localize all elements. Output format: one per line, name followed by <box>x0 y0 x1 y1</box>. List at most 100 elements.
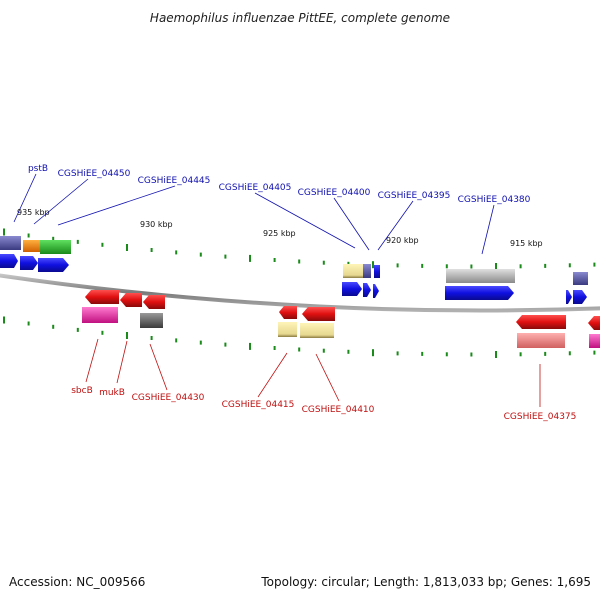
minor-tick-mark <box>593 350 596 355</box>
feature-dark-gray <box>140 313 163 328</box>
cds-arrow-rev <box>85 290 119 304</box>
minor-tick-mark <box>224 254 227 259</box>
gene-label-pstB: pstB <box>28 164 48 174</box>
minor-tick-mark <box>445 352 448 357</box>
minor-tick-mark <box>27 321 30 326</box>
accession-text: Accession: NC_009566 <box>9 575 145 589</box>
cds-arrow-fwd <box>20 256 38 270</box>
feature-salmon <box>517 333 565 348</box>
gene-label-CGSHiEE_04450: CGSHiEE_04450 <box>58 169 131 179</box>
minor-tick-mark <box>593 262 596 267</box>
major-tick-mark <box>372 261 374 269</box>
feature-yellow-rev-2 <box>300 323 334 338</box>
major-tick-mark <box>3 228 5 236</box>
major-tick-mark <box>3 316 5 324</box>
major-tick-mark <box>495 263 497 270</box>
minor-tick-mark <box>101 330 104 335</box>
minor-tick-mark <box>224 342 227 347</box>
tick-label-915kbp: 915 kbp <box>510 239 543 248</box>
feature-yellow-rev <box>278 322 297 337</box>
gene-label-mukB: mukB <box>99 388 125 398</box>
forward-cds-arrows <box>0 254 587 304</box>
tick-label-925kbp: 925 kbp <box>263 229 296 238</box>
minor-tick-mark <box>199 340 202 345</box>
feature-purple <box>0 236 21 250</box>
minor-tick-mark <box>568 351 571 356</box>
forward-label-leaders <box>13 173 495 255</box>
minor-tick-mark <box>175 250 178 255</box>
feature-purple-3 <box>573 272 588 285</box>
cds-arrow-fwd <box>445 286 514 300</box>
gene-label-CGSHiEE_04400: CGSHiEE_04400 <box>298 188 371 198</box>
cds-arrow-rev <box>302 307 335 321</box>
gene-label-CGSHiEE_04375: CGSHiEE_04375 <box>504 412 577 422</box>
minor-tick-mark <box>298 259 301 264</box>
cds-arrow-fwd <box>0 254 18 268</box>
cds-arrow-rev <box>588 316 600 330</box>
tick-label-935kbp: 935 kbp <box>17 208 50 217</box>
feature-pink <box>82 307 118 323</box>
cds-arrow-fwd <box>573 290 587 304</box>
tick-label-920kbp: 920 kbp <box>386 236 419 245</box>
minor-tick-mark <box>298 347 301 352</box>
major-tick-mark <box>126 332 128 339</box>
gene-label-CGSHiEE_04380: CGSHiEE_04380 <box>458 195 531 205</box>
minor-tick-mark <box>519 352 522 357</box>
minor-tick-mark <box>27 233 30 238</box>
cds-arrow-fwd <box>342 282 362 296</box>
inner-tick-marks <box>3 316 596 358</box>
cds-arrow-fwd <box>38 258 69 272</box>
feature-yellow <box>343 264 363 278</box>
minor-tick-mark <box>544 263 547 268</box>
cds-arrow-fwd <box>363 283 371 297</box>
genome-summary-text: Topology: circular; Length: 1,813,033 bp… <box>260 575 591 589</box>
minor-tick-mark <box>347 261 350 266</box>
cds-arrow-rev <box>516 315 566 329</box>
minor-tick-mark <box>199 252 202 257</box>
cds-arrow-fwd <box>373 284 379 298</box>
minor-tick-mark <box>52 236 55 241</box>
feature-green <box>40 240 71 254</box>
genome-backbone <box>0 273 600 313</box>
minor-tick-mark <box>76 239 79 244</box>
gene-label-CGSHiEE_04415: CGSHiEE_04415 <box>222 400 295 410</box>
gene-label-CGSHiEE_04410: CGSHiEE_04410 <box>302 405 375 415</box>
major-tick-mark <box>249 342 251 350</box>
reverse-cog-features <box>82 307 600 348</box>
major-tick-mark <box>126 244 128 251</box>
minor-tick-mark <box>150 336 153 340</box>
minor-tick-mark <box>519 264 522 269</box>
minor-tick-mark <box>273 258 276 262</box>
minor-tick-mark <box>396 263 399 268</box>
minor-tick-mark <box>52 324 55 329</box>
minor-tick-mark <box>101 242 104 247</box>
minor-tick-mark <box>421 351 424 356</box>
major-tick-mark <box>372 349 374 357</box>
major-tick-mark <box>495 351 497 358</box>
gene-label-sbcB: sbcB <box>71 386 93 396</box>
minor-tick-mark <box>175 338 178 343</box>
minor-tick-mark <box>322 260 325 265</box>
minor-tick-mark <box>150 248 153 252</box>
minor-tick-mark <box>421 263 424 268</box>
minor-tick-mark <box>76 327 79 332</box>
minor-tick-mark <box>396 351 399 356</box>
reverse-cds-arrows <box>85 290 600 330</box>
cds-arrow-fwd <box>566 290 572 304</box>
cds-arrow-rev <box>120 293 142 307</box>
feature-blue-small <box>374 265 380 278</box>
forward-cog-features <box>0 236 588 285</box>
cds-arrow-rev <box>143 295 165 309</box>
feature-pink-2 <box>589 334 600 348</box>
gene-label-CGSHiEE_04430: CGSHiEE_04430 <box>132 393 205 403</box>
feature-orange <box>23 240 40 252</box>
feature-purple-2 <box>363 264 371 278</box>
minor-tick-mark <box>568 263 571 268</box>
reverse-label-leaders <box>85 338 541 407</box>
minor-tick-mark <box>445 264 448 269</box>
minor-tick-mark <box>470 264 473 269</box>
gene-label-CGSHiEE_04405: CGSHiEE_04405 <box>219 183 292 193</box>
map-title: Haemophilus influenzae PittEE, complete … <box>150 11 450 25</box>
tick-label-930kbp: 930 kbp <box>140 220 173 229</box>
